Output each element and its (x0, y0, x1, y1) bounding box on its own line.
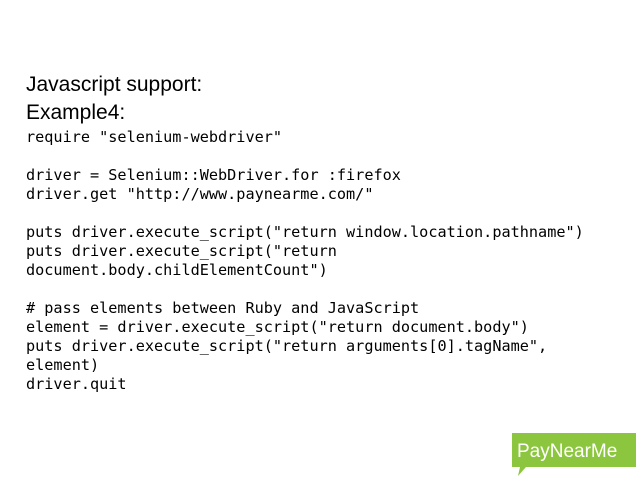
logo-speech-bubble-icon: PayNearMe (512, 433, 636, 476)
code-line: puts driver.execute_script("return argum… (26, 337, 548, 355)
code-line (26, 147, 626, 166)
slide-title: Javascript support: (26, 73, 203, 96)
code-block: require "selenium-webdriver" driver = Se… (26, 128, 626, 394)
code-line: driver = Selenium::WebDriver.for :firefo… (26, 166, 401, 184)
code-line: require "selenium-webdriver" (26, 128, 283, 146)
code-line: puts driver.execute_script("return (26, 242, 337, 260)
slide-subtitle: Example4: (26, 101, 126, 124)
code-line: # pass elements between Ruby and JavaScr… (26, 299, 420, 317)
code-line: puts driver.execute_script("return windo… (26, 223, 584, 241)
code-line: document.body.childElementCount") (26, 261, 328, 279)
code-line: element) (26, 356, 100, 374)
logo-text: PayNearMe (517, 441, 617, 462)
code-line: driver.quit (26, 375, 127, 393)
code-line (26, 280, 626, 299)
code-line: driver.get "http://www.paynearme.com/" (26, 185, 374, 203)
code-line (26, 204, 626, 223)
code-line: element = driver.execute_script("return … (26, 318, 529, 336)
paynearme-logo: PayNearMe (512, 433, 636, 476)
